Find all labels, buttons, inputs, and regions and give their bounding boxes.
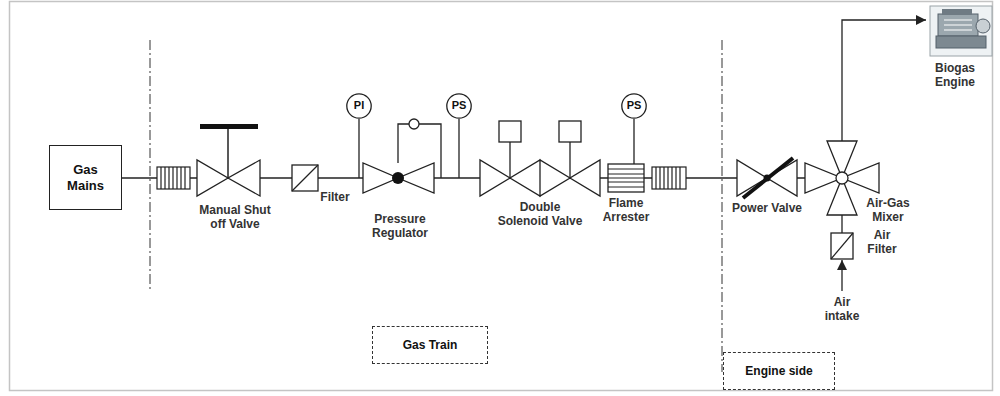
engine-fins	[944, 20, 972, 30]
bellows-body	[652, 167, 686, 189]
air-filter-body	[831, 233, 853, 259]
engine-base	[936, 36, 986, 48]
butterfly-disc	[743, 158, 793, 198]
solenoid-coil	[499, 121, 521, 142]
regulator-diaphragm	[409, 119, 419, 129]
engine-picture	[930, 6, 992, 56]
component-label: Air intake	[821, 295, 863, 323]
pressure-switch: PS	[621, 93, 647, 119]
arrester-body	[608, 164, 644, 192]
filter-element	[292, 165, 318, 191]
boundary-line	[150, 40, 151, 292]
filter-symbol	[292, 165, 318, 191]
valve-handle	[200, 124, 258, 129]
regulator-ball	[392, 172, 404, 184]
section-box: Gas Train	[372, 326, 488, 364]
engine-pulley	[976, 19, 990, 33]
valve-body	[480, 160, 600, 196]
mixture-outlet-arrow	[842, 20, 926, 141]
pressure-regulator-symbol	[363, 119, 441, 193]
flame-arrester-symbol	[608, 164, 644, 192]
valve-body	[197, 160, 260, 196]
outer-frame	[10, 2, 993, 391]
instrument-tap	[358, 119, 359, 178]
air-filter-element	[831, 233, 853, 259]
filter-body	[292, 165, 318, 191]
component-label: Pressure Regulator	[365, 212, 435, 240]
instrument-circle	[347, 94, 371, 118]
engine-head	[942, 9, 972, 15]
instrument-circle	[447, 94, 471, 118]
bellows-symbol	[157, 167, 190, 189]
bellows-coil	[161, 167, 185, 189]
engine-label: Biogas Engine	[924, 61, 986, 89]
node-label: Gas Train	[403, 338, 458, 352]
node-label: PI	[354, 99, 364, 112]
node-label: Engine side	[745, 364, 812, 378]
power-valve-symbol	[737, 158, 797, 198]
manual-valve-symbol	[197, 124, 260, 196]
air-filter-symbol	[831, 233, 853, 291]
instrument-circle	[622, 94, 646, 118]
component-label: Flame Arrester	[597, 196, 655, 224]
component-label: Air-Gas Mixer	[860, 196, 916, 224]
solenoid-stem	[509, 142, 510, 178]
bellows-symbol	[652, 167, 686, 189]
instrument-tap	[458, 119, 459, 178]
component-label: Air Filter	[862, 228, 902, 256]
component-label: Manual Shut off Valve	[195, 203, 275, 231]
air-pipe	[841, 215, 842, 233]
boundary-line	[722, 40, 723, 372]
solenoid-coil	[559, 121, 581, 142]
engine-block	[938, 14, 978, 36]
valve-body	[737, 160, 797, 196]
node-label: Gas Mains	[58, 162, 113, 193]
section-box: Engine side	[723, 352, 835, 390]
regulator-body	[363, 163, 434, 193]
bellows-coil	[656, 167, 680, 189]
valve-spindle	[764, 175, 771, 182]
pressure-indicator: PI	[346, 93, 372, 119]
engine-frame	[930, 6, 992, 56]
double-solenoid-valve-symbol	[480, 121, 600, 196]
node-label: PS	[627, 99, 642, 112]
air-intake-arrow	[841, 260, 842, 291]
valve-stem	[227, 128, 229, 178]
arrester-mesh	[608, 169, 644, 187]
bellows-body	[157, 167, 190, 189]
pressure-switch: PS	[446, 93, 472, 119]
source-box: Gas Mains	[49, 145, 122, 210]
component-label: Filter	[313, 190, 357, 204]
air-gas-mixer-symbol	[805, 20, 926, 233]
component-label: Power Valve	[727, 201, 807, 215]
component-label: Double Solenoid Valve	[494, 200, 586, 228]
instrument-tap	[633, 119, 634, 165]
solenoid-stem	[569, 142, 570, 178]
mixer-center	[836, 172, 848, 184]
node-label: PS	[452, 99, 467, 112]
